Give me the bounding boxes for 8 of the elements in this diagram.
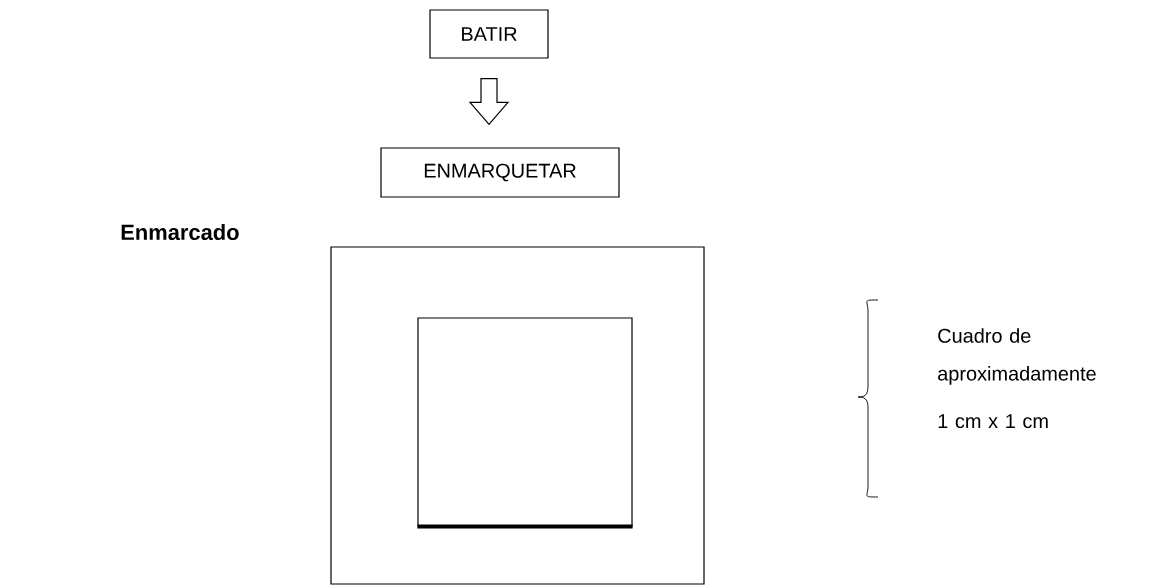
heading: Enmarcado xyxy=(121,223,239,241)
frame-square xyxy=(330,246,705,585)
process-box: BATIR xyxy=(429,9,549,59)
inner-square xyxy=(417,317,633,527)
block-arrow xyxy=(468,78,510,126)
note-text: Cuadro de aproximadamente xyxy=(938,328,1096,385)
process-box: ENMARQUETAR xyxy=(380,147,620,198)
note-text: 1 cm x 1 cm xyxy=(938,414,1048,429)
